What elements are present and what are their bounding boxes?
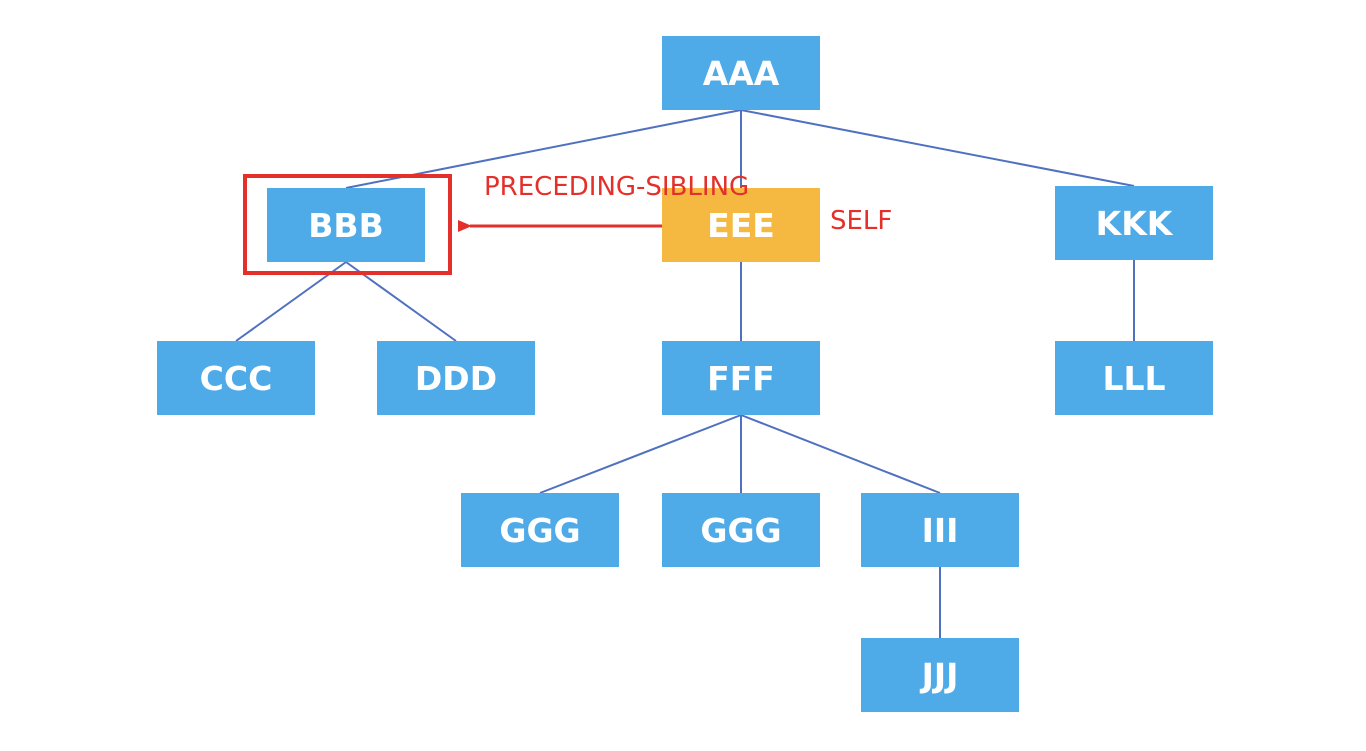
edge-fff-ggg1 bbox=[539, 414, 742, 494]
node-ggg-left: GGG bbox=[461, 493, 619, 567]
node-kkk: KKK bbox=[1055, 186, 1213, 260]
node-eee-self: EEE bbox=[662, 188, 820, 262]
edge-aaa-kkk bbox=[740, 109, 1135, 187]
edge-fff-iii bbox=[740, 414, 941, 494]
self-label: SELF bbox=[830, 206, 893, 236]
node-lll: LLL bbox=[1055, 341, 1213, 415]
node-aaa: AAA bbox=[662, 36, 820, 110]
preceding-sibling-label: PRECEDING-SIBLING bbox=[484, 172, 750, 202]
node-bbb: BBB bbox=[267, 188, 425, 262]
node-ddd: DDD bbox=[377, 341, 535, 415]
preceding-sibling-highlight-box bbox=[243, 174, 452, 275]
node-fff: FFF bbox=[662, 341, 820, 415]
edge-bbb-ccc bbox=[235, 261, 347, 342]
node-jjj: JJJ bbox=[861, 638, 1019, 712]
node-ggg-middle: GGG bbox=[662, 493, 820, 567]
edge-bbb-ddd bbox=[345, 261, 457, 342]
node-iii: III bbox=[861, 493, 1019, 567]
node-ccc: CCC bbox=[157, 341, 315, 415]
